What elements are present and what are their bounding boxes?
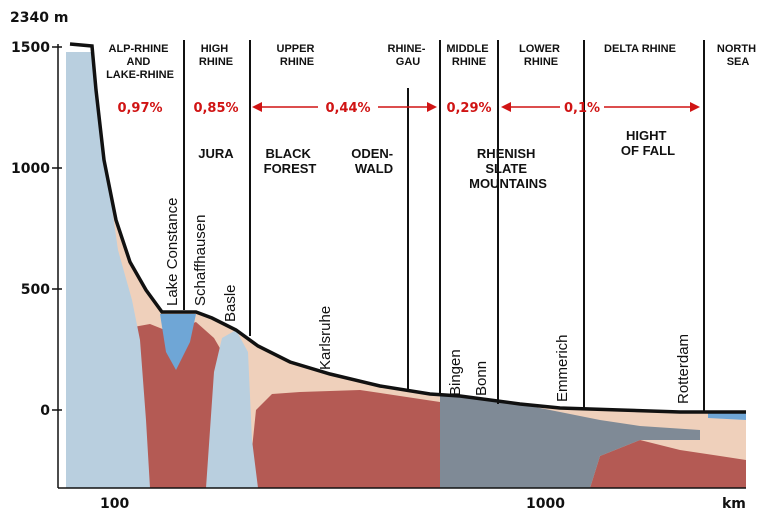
x-unit-label: km: [722, 496, 746, 512]
section-middle-rhine: MIDDLE RHINE: [446, 43, 491, 68]
section-headers: ALP-RHINE AND LAKE-RHINE HIGH RHINE UPPE…: [106, 43, 759, 81]
gradient-arrows: [252, 102, 700, 112]
place-basle: Basle: [222, 284, 239, 322]
river-profile-line: [69, 42, 746, 414]
region-labels: JURA BLACK FOREST ODEN- WALD RHENISH SLA…: [198, 128, 675, 191]
gradient-high: 0,85%: [193, 101, 238, 116]
gradient-labels: 0,97% 0,85% 0,44% 0,29% 0,1%: [117, 101, 600, 116]
place-emmerich: Emmerich: [554, 334, 571, 402]
axes: [52, 44, 746, 489]
x-label-1000: 1000: [526, 496, 565, 512]
alpine-blue-massif: [66, 52, 150, 488]
gradient-middle: 0,29%: [446, 101, 491, 116]
red-rock-lower: [590, 440, 746, 488]
sky-mask: [66, 0, 778, 412]
top-elevation-label: 2340 m: [10, 10, 68, 26]
y-label-1500: 1500: [11, 40, 50, 56]
arrowhead-lower-left: [501, 102, 511, 112]
section-delta-rhine: DELTA RHINE: [604, 43, 676, 55]
north-sea-water: [708, 412, 746, 420]
section-upper-rhine: UPPER RHINE: [277, 43, 318, 68]
y-label-1000: 1000: [11, 161, 50, 177]
place-bonn: Bonn: [473, 361, 490, 396]
region-black-forest: BLACK FOREST: [264, 146, 317, 176]
slate-block: [440, 396, 700, 488]
y-tick-labels: 1500 1000 500 0: [11, 40, 50, 419]
gradient-upper: 0,44%: [325, 101, 370, 116]
gradient-lower: 0,1%: [564, 101, 600, 116]
region-jura: JURA: [198, 146, 234, 161]
place-lake-constance: Lake Constance: [164, 198, 181, 306]
arrowhead-lower-right: [690, 102, 700, 112]
section-dividers: [183, 40, 705, 412]
arrowhead-upper-right: [427, 102, 437, 112]
gradient-alp: 0,97%: [117, 101, 162, 116]
red-rock-right: [248, 390, 440, 488]
region-rhenish-slate: RHENISH SLATE MOUNTAINS: [469, 146, 547, 191]
place-rotterdam: Rotterdam: [675, 334, 692, 404]
section-north-sea: NORTH SEA: [717, 43, 759, 68]
place-bingen: Bingen: [447, 349, 464, 396]
region-hight-of-fall: HIGHT OF FALL: [621, 128, 675, 158]
place-schaffhausen: Schaffhausen: [192, 215, 209, 306]
place-labels: Lake Constance Schaffhausen Basle Karlsr…: [164, 198, 692, 404]
y-label-0: 0: [40, 403, 50, 419]
section-lower-rhine: LOWER RHINE: [519, 43, 563, 68]
region-odenwald: ODEN- WALD: [351, 146, 397, 176]
section-rhinegau: RHINE- GAU: [388, 43, 429, 68]
place-karlsruhe: Karlsruhe: [317, 306, 334, 370]
jura-blue-wedge: [206, 330, 258, 488]
y-label-500: 500: [21, 282, 50, 298]
section-high-rhine: HIGH RHINE: [199, 43, 233, 68]
x-label-100: 100: [100, 496, 129, 512]
lake-constance-water: [160, 314, 196, 370]
section-alp-rhine: ALP-RHINE AND LAKE-RHINE: [106, 43, 174, 81]
arrowhead-upper-left: [252, 102, 262, 112]
